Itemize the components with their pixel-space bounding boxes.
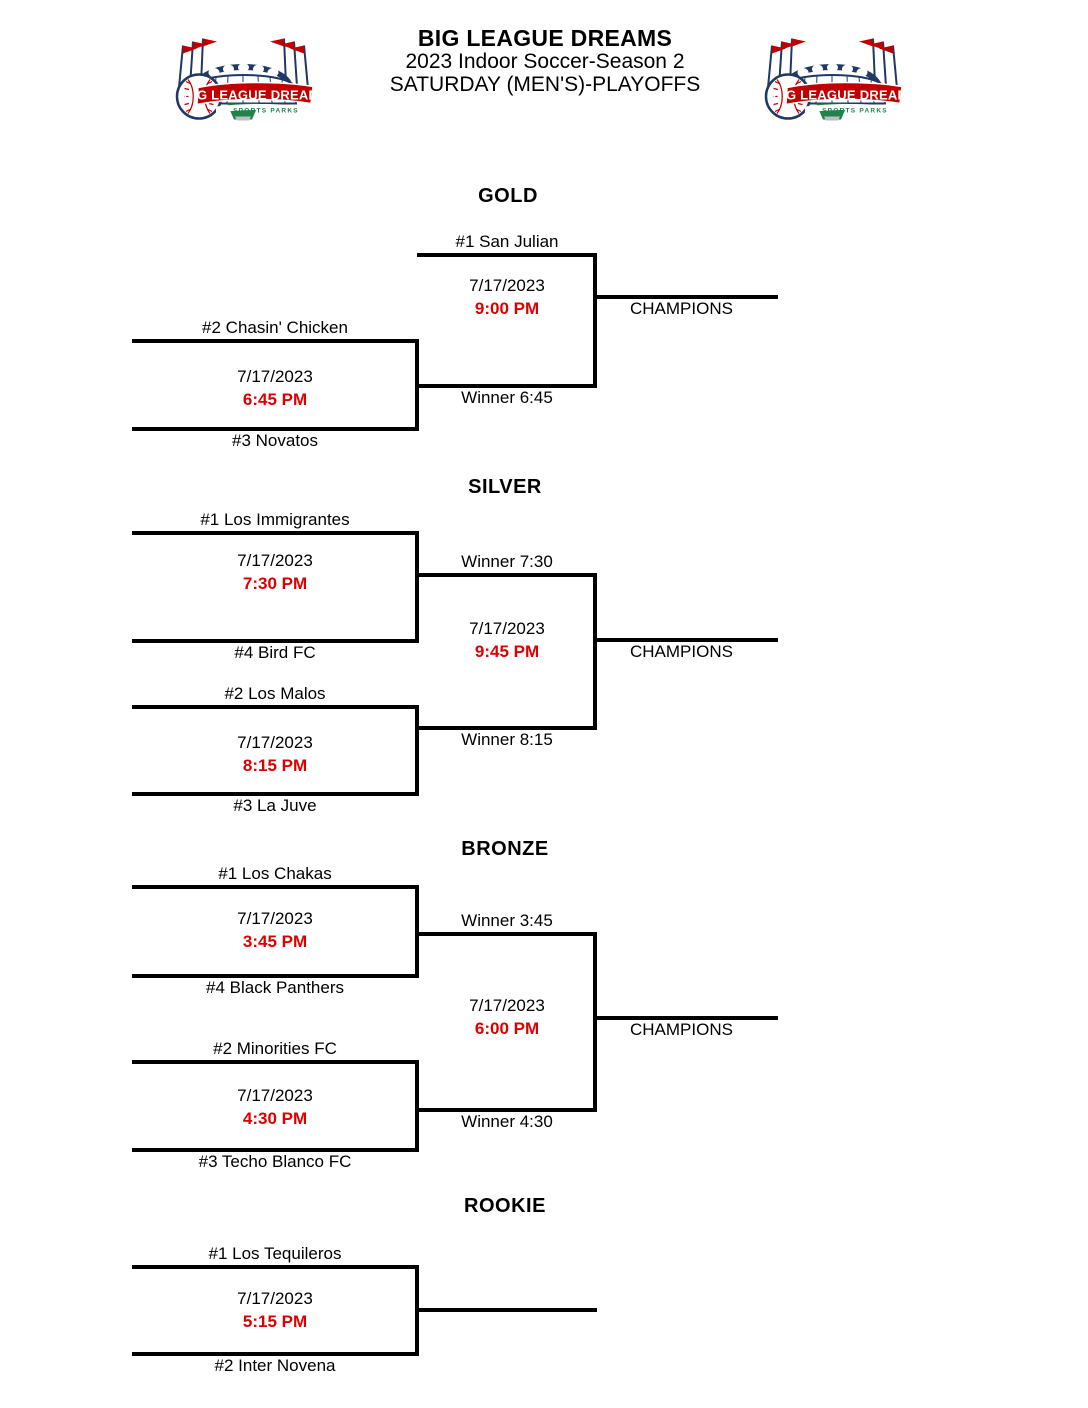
division-heading-gold: GOLD	[478, 185, 538, 207]
silver-r1m1-time: 7:30 PM	[242, 573, 308, 593]
bronze-r1m1-date: 7/17/2023	[237, 909, 313, 928]
silver-champions-label: CHAMPIONS	[630, 642, 733, 661]
gold-r2-top-team: #1 San Julian	[455, 232, 559, 251]
division-heading-bronze: BRONZE	[461, 838, 549, 860]
page-title-block: BIG LEAGUE DREAMS 2023 Indoor Soccer-Sea…	[300, 26, 790, 96]
silver-r1m2-time: 8:15 PM	[242, 755, 308, 775]
bronze-r2-connector	[593, 932, 597, 1112]
silver-r2-top-team: Winner 7:30	[461, 552, 553, 571]
gold-r1-top-line	[132, 339, 419, 343]
silver-r1m1-top-line	[132, 531, 419, 535]
silver-r1m2-top-line	[132, 705, 419, 709]
rookie-r1-top-line	[132, 1265, 419, 1269]
bronze-r1m1-bottom-line	[132, 974, 419, 978]
silver-r2-bottom-team: Winner 8:15	[461, 730, 553, 749]
page-subtitle-season: 2023 Indoor Soccer-Season 2	[405, 49, 685, 73]
bronze-r2-top-line	[417, 932, 597, 936]
rookie-r1-bottom-team: #2 Inter Novena	[214, 1356, 336, 1375]
division-heading-silver: SILVER	[468, 476, 542, 498]
silver-r2-bottom-line	[417, 726, 597, 730]
gold-champions-label: CHAMPIONS	[630, 299, 733, 318]
gold-r1-top-team: #2 Chasin' Chicken	[202, 318, 348, 337]
gold-r2-match-info: 7/17/2023 9:00 PM	[407, 275, 607, 321]
silver-r1m1-bottom-line	[132, 639, 419, 643]
silver-r2-connector	[593, 573, 597, 730]
silver-r2-date: 7/17/2023	[469, 619, 545, 638]
bronze-r1m2-bottom-line	[132, 1148, 419, 1152]
bronze-r1m2-date: 7/17/2023	[237, 1086, 313, 1105]
svg-text:SPORTS PARKS: SPORTS PARKS	[233, 108, 299, 115]
gold-r2-time: 9:00 PM	[474, 298, 540, 318]
rookie-r1-bottom-line	[132, 1352, 419, 1356]
rookie-winner-line	[417, 1308, 597, 1312]
bronze-r1m2-bottom-team: #3 Techo Blanco FC	[198, 1152, 352, 1171]
silver-r1m1-top-team: #1 Los Immigrantes	[200, 510, 350, 529]
bronze-r2-time: 6:00 PM	[474, 1018, 540, 1038]
gold-champions-line	[595, 295, 778, 299]
division-heading-rookie: ROOKIE	[464, 1195, 546, 1217]
bronze-r1m1-top-line	[132, 885, 419, 889]
gold-r1-time: 6:45 PM	[242, 389, 308, 409]
silver-r1m1-date: 7/17/2023	[237, 551, 313, 570]
gold-r1-bottom-team: #3 Novatos	[232, 431, 318, 450]
gold-r2-date: 7/17/2023	[469, 276, 545, 295]
bronze-r1m1-top-team: #1 Los Chakas	[218, 864, 332, 883]
bronze-r1m1-connector	[415, 885, 419, 978]
page-title: BIG LEAGUE DREAMS	[417, 25, 673, 51]
bronze-r1m1-match-info: 7/17/2023 3:45 PM	[150, 908, 400, 954]
page-subtitle-day: SATURDAY (MEN'S)-PLAYOFFS	[389, 72, 701, 96]
bronze-r1m2-match-info: 7/17/2023 4:30 PM	[150, 1085, 400, 1131]
gold-r1-match-info: 7/17/2023 6:45 PM	[150, 366, 400, 412]
silver-r1m2-match-info: 7/17/2023 8:15 PM	[150, 732, 400, 778]
rookie-r1-date: 7/17/2023	[237, 1289, 313, 1308]
svg-text:SPORTS PARKS: SPORTS PARKS	[822, 108, 888, 115]
bronze-r1m2-connector	[415, 1060, 419, 1152]
gold-r2-top-line	[417, 253, 597, 257]
silver-r2-top-line	[417, 573, 597, 577]
svg-text:BIG LEAGUE DREAMS: BIG LEAGUE DREAMS	[183, 88, 318, 103]
bronze-r1m2-time: 4:30 PM	[242, 1108, 308, 1128]
silver-r1m2-date: 7/17/2023	[237, 733, 313, 752]
gold-r2-bottom-team: Winner 6:45	[461, 388, 553, 407]
silver-r2-match-info: 7/17/2023 9:45 PM	[407, 618, 607, 664]
silver-r1m1-match-info: 7/17/2023 7:30 PM	[150, 550, 400, 596]
silver-r1m1-bottom-team: #4 Bird FC	[234, 643, 316, 662]
bronze-r1m2-top-team: #2 Minorities FC	[213, 1039, 337, 1058]
gold-r2-connector	[593, 253, 597, 388]
big-league-dreams-logo-left: BIG LEAGUE DREAMS SPORTS PARKS	[168, 28, 328, 124]
bronze-r2-top-team: Winner 3:45	[461, 911, 553, 930]
bronze-r1m1-time: 3:45 PM	[242, 931, 308, 951]
big-league-dreams-logo-right: BIG LEAGUE DREAMS SPORTS PARKS	[757, 28, 917, 124]
rookie-r1-match-info: 7/17/2023 5:15 PM	[150, 1288, 400, 1334]
silver-r1m2-top-team: #2 Los Malos	[224, 684, 326, 703]
bronze-champions-label: CHAMPIONS	[630, 1020, 733, 1039]
silver-champions-line	[595, 638, 778, 642]
svg-text:BIG LEAGUE DREAMS: BIG LEAGUE DREAMS	[772, 88, 907, 103]
bronze-r1m1-bottom-team: #4 Black Panthers	[206, 978, 344, 997]
silver-r1m2-bottom-team: #3 La Juve	[233, 796, 317, 815]
bronze-r2-bottom-team: Winner 4:30	[461, 1112, 553, 1131]
rookie-r1-time: 5:15 PM	[242, 1311, 308, 1331]
silver-r1m2-connector	[415, 705, 419, 796]
gold-r2-bottom-line	[417, 384, 597, 388]
bronze-r2-match-info: 7/17/2023 6:00 PM	[407, 995, 607, 1041]
silver-r2-time: 9:45 PM	[474, 641, 540, 661]
gold-r1-date: 7/17/2023	[237, 367, 313, 386]
bronze-r1m2-top-line	[132, 1060, 419, 1064]
bronze-champions-line	[595, 1016, 778, 1020]
bronze-r2-bottom-line	[417, 1108, 597, 1112]
silver-r1m1-connector	[415, 531, 419, 643]
gold-r1-bottom-line	[132, 427, 419, 431]
bronze-r2-date: 7/17/2023	[469, 996, 545, 1015]
rookie-r1-top-team: #1 Los Tequileros	[208, 1244, 342, 1263]
silver-r1m2-bottom-line	[132, 792, 419, 796]
